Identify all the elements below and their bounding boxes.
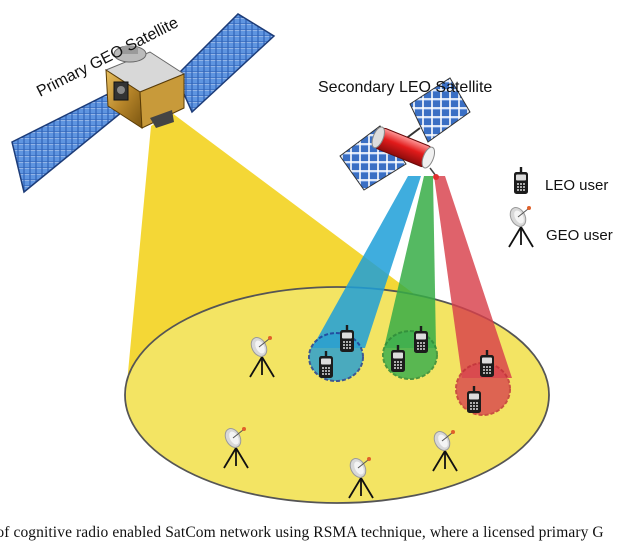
leo-beam-red bbox=[434, 176, 512, 378]
legend-geo-label: GEO user bbox=[546, 227, 613, 244]
leo-beam-green bbox=[384, 176, 436, 348]
leo-satellite-icon bbox=[339, 77, 471, 191]
cluster-ring-blue bbox=[308, 332, 364, 382]
legend-leo-label: LEO user bbox=[545, 177, 608, 194]
figure-caption: l of cognitive radio enabled SatCom netw… bbox=[0, 524, 604, 541]
secondary-sat-label: Secondary LEO Satellite bbox=[318, 79, 492, 96]
leo-beam-blue bbox=[312, 176, 421, 348]
geo-satellite-icon bbox=[11, 13, 276, 194]
legend-phone-icon bbox=[514, 167, 528, 194]
legend-dish-icon bbox=[506, 203, 534, 248]
